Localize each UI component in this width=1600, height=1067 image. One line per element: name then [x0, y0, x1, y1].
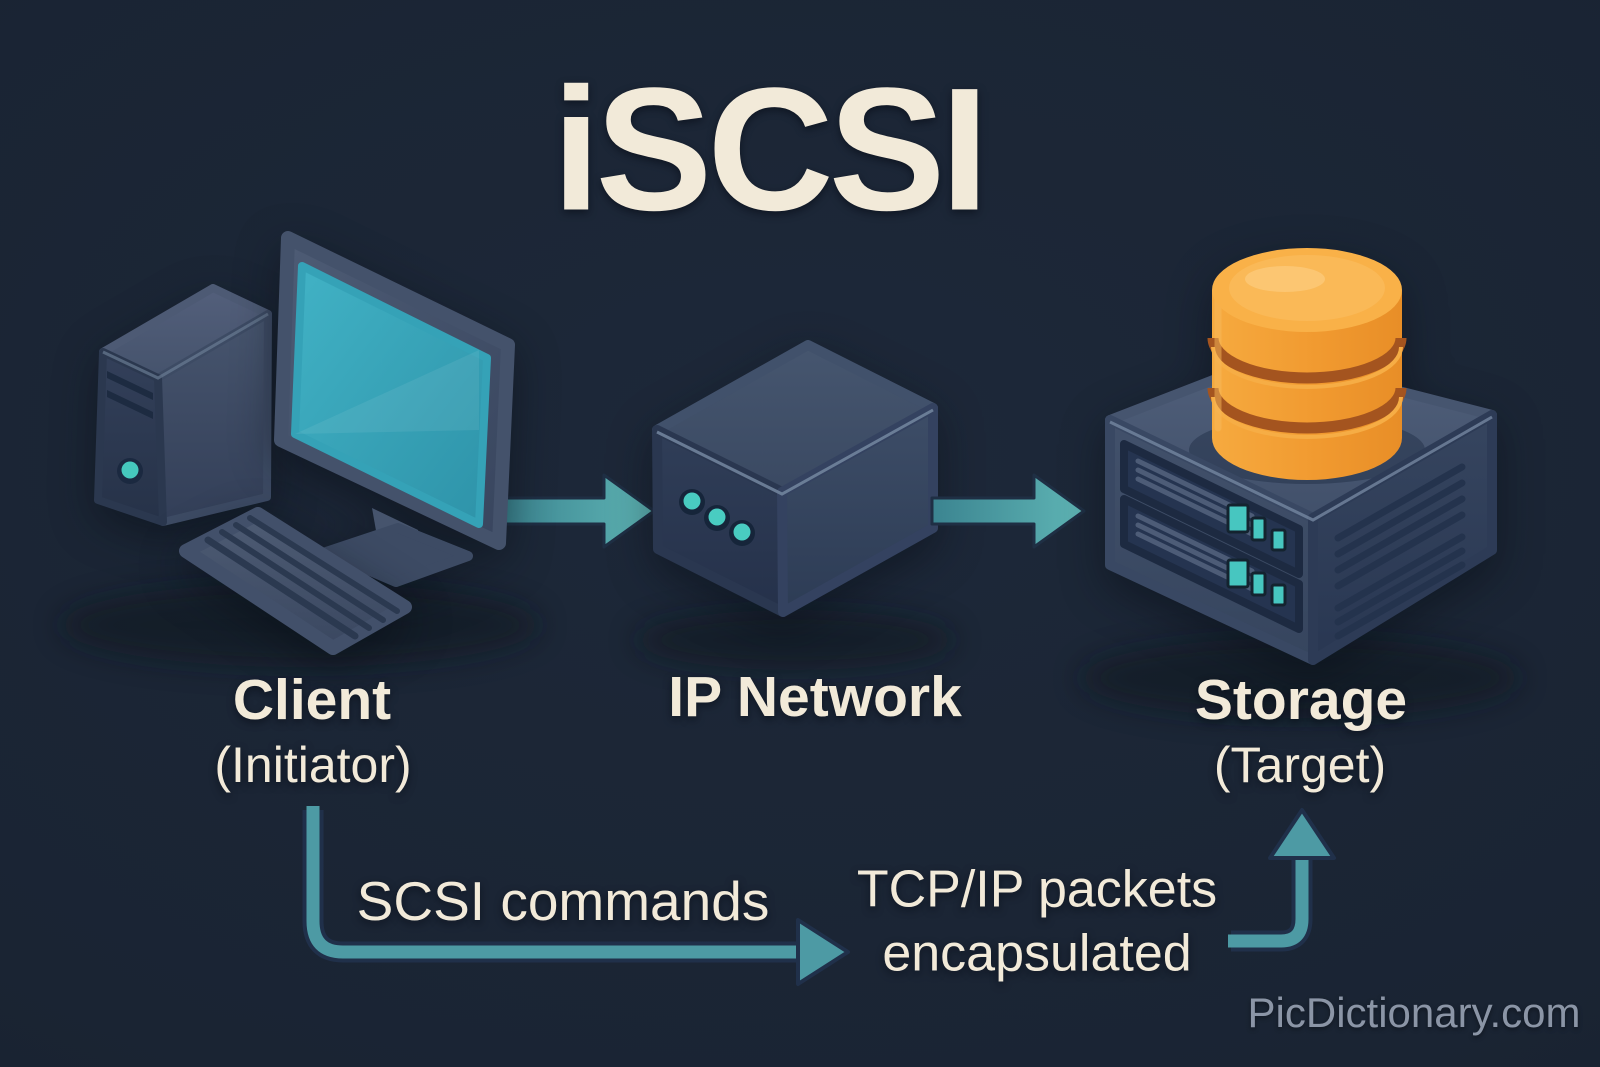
storage-server-icon	[1105, 248, 1497, 665]
computer-tower	[94, 284, 272, 526]
tcpip-flow-arrow	[1228, 808, 1336, 952]
power-button-led	[121, 461, 139, 479]
screen-gloss	[295, 350, 479, 434]
tcpip-label: TCP/IP packets encapsulated	[857, 858, 1217, 987]
arrow-right-icon	[498, 473, 656, 549]
arrow-right-icon	[930, 473, 1086, 549]
server-leds	[1226, 503, 1287, 607]
desktop-monitor	[274, 231, 515, 587]
server-bevel-highlight	[1109, 415, 1493, 522]
scsi-flow-arrow	[302, 806, 850, 986]
switch-status-leds	[679, 489, 755, 546]
storage-label: Storage	[1194, 668, 1408, 732]
network-switch-icon	[652, 340, 938, 617]
keyboard	[179, 507, 412, 655]
monitor-stand-base	[321, 523, 473, 587]
client-sublabel: (Initiator)	[214, 737, 412, 793]
desktop-computer-icon	[94, 284, 272, 526]
tcpip-label-line1: TCP/IP packets	[856, 860, 1218, 919]
monitor-screen	[291, 262, 491, 528]
server-rack-panels	[1120, 440, 1303, 633]
cube-bevel-highlight	[656, 408, 934, 496]
storage-sublabel: (Target)	[1213, 737, 1387, 793]
page-title: iSCSI	[551, 52, 989, 248]
tcpip-label-line2: encapsulated	[882, 925, 1192, 983]
network-label: IP Network	[668, 665, 962, 729]
keyboard-keys	[204, 515, 400, 640]
watermark: PicDictionary.com	[1247, 989, 1581, 1036]
tower-vents	[107, 371, 153, 419]
ground-shadows	[60, 583, 1520, 718]
client-label: Client	[232, 668, 392, 732]
server-side-vents	[1334, 463, 1466, 640]
scsi-commands-label: SCSI commands	[356, 870, 770, 932]
database-icon	[1207, 248, 1407, 480]
